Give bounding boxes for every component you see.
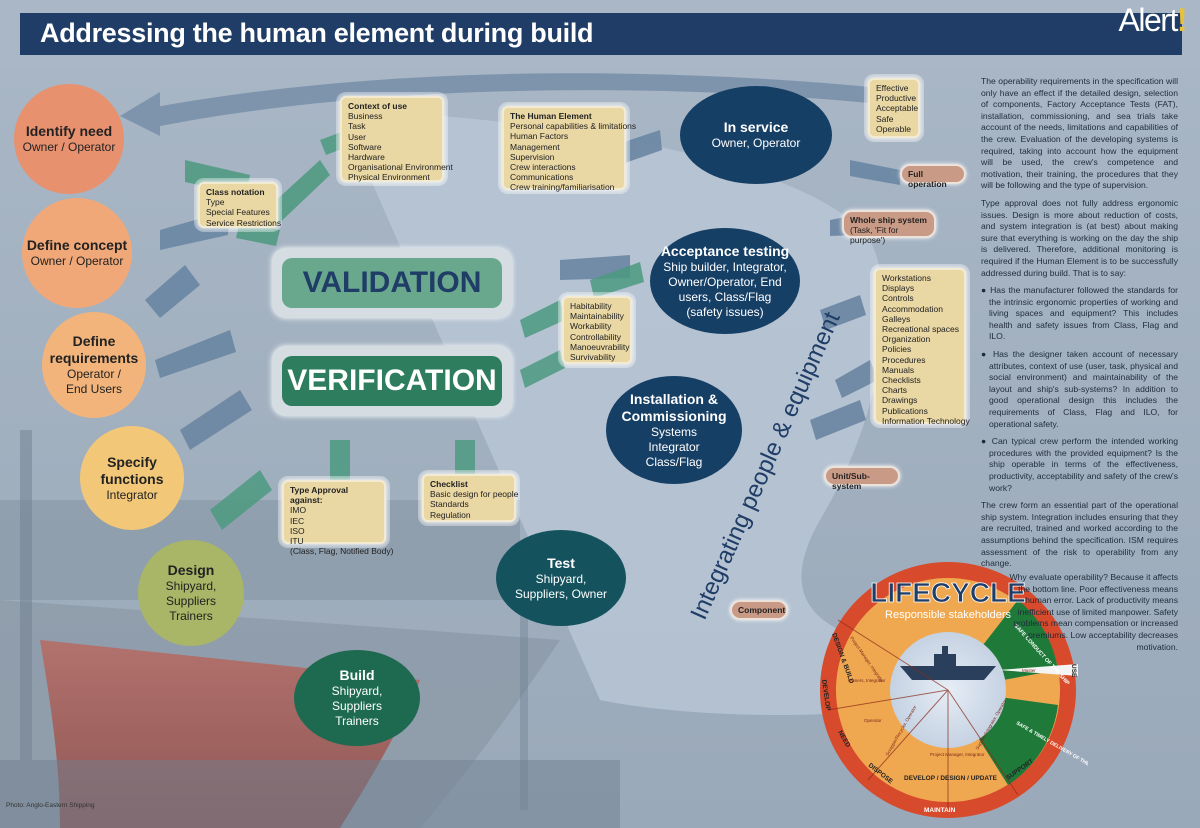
pill-unit-subsystem: Unit/Sub-system: [824, 466, 900, 491]
svg-text:Project Manager, Integrator: Project Manager, Integrator: [930, 752, 985, 757]
list-item: Crew interactions: [510, 162, 576, 173]
segment-maintain: MAINTAIN: [924, 807, 956, 814]
list-item: Recreational spaces: [882, 324, 960, 335]
list-item: Acceptable: [876, 103, 919, 114]
box-type-approval: Type Approval against: IMO IEC ISO ITU (…: [282, 480, 393, 556]
list-item: Communications: [510, 172, 574, 183]
list-item: Procedures: [882, 354, 926, 365]
list-item: Regulation: [430, 509, 471, 520]
segment-develop-design-update: DEVELOP / DESIGN / UPDATE: [904, 775, 998, 782]
stage-design: Design Shipyard, Suppliers Trainers: [138, 540, 244, 646]
list-item: Management: [510, 141, 560, 152]
list-item: Checklists: [882, 375, 921, 386]
list-item: ITU: [290, 536, 304, 547]
list-item: Drawings: [882, 395, 918, 406]
list-item: Controllability: [570, 331, 622, 342]
list-item: Workstations: [882, 273, 931, 283]
list-item: Standards: [430, 499, 469, 510]
list-item: Accommodation: [882, 303, 943, 314]
box-human-element: The Human Element Personal capabilities …: [502, 106, 637, 193]
list-item: Manoeuvrability: [570, 341, 630, 352]
list-item: IMO: [290, 505, 307, 516]
list-item: Productive: [876, 93, 917, 104]
header: Addressing the human element during buil…: [0, 0, 1200, 66]
box-checklist: Checklist Basic design for people Standa…: [422, 474, 519, 522]
alert-logo: Alert!: [1118, 2, 1188, 38]
list-item: Type: [206, 197, 225, 208]
oval-acceptance: Acceptance testing Ship builder, Integra…: [650, 228, 800, 334]
list-item: Charts: [882, 385, 908, 396]
stage-specify-functions: Specify functions Integrator: [80, 426, 184, 530]
list-item: Controls: [882, 293, 914, 304]
list-item: Survivability: [570, 352, 616, 363]
list-item: Policies: [882, 344, 912, 355]
list-item: Personal capabilities & limitations: [510, 121, 637, 132]
list-item: Business: [348, 111, 383, 122]
list-item: Service Restrictions: [206, 217, 282, 228]
list-item: IEC: [290, 515, 305, 526]
segment-use: USE: [1070, 664, 1077, 678]
title-bar: Addressing the human element during buil…: [20, 13, 1182, 55]
oval-build: Build Shipyard, Suppliers Trainers: [294, 650, 420, 746]
list-item: Supervision: [510, 151, 555, 162]
list-item: Human Factors: [510, 131, 569, 142]
box-context-of-use: Context of use Business Task User Softwa…: [340, 96, 453, 183]
list-item: Information Technology: [882, 415, 970, 426]
stage-define-concept: Define concept Owner / Operator: [22, 198, 132, 308]
list-item: (Class, Flag, Notified Body): [290, 546, 394, 557]
box-class-notation: Class notation Type Special Features Ser…: [198, 182, 282, 228]
verification-label: VERIFICATION: [272, 346, 512, 416]
lifecycle-wheel: LIFECYCLE Responsible stakeholders DESIG…: [820, 562, 1088, 818]
list-item: Publications: [882, 405, 928, 416]
oval-in-service: In service Owner, Operator: [680, 86, 832, 184]
svg-text:Owners, Integrator: Owners, Integrator: [848, 678, 886, 683]
return-arrow: [140, 73, 880, 128]
list-item: Displays: [882, 283, 915, 294]
stage-define-requirements: Define requirements Operator / End Users: [42, 312, 146, 418]
wheel-master-pointer: [998, 664, 1078, 676]
page-title: Addressing the human element during buil…: [40, 18, 594, 48]
box-habitability: Habitability Maintainability Workability…: [562, 296, 632, 364]
oval-installation: Installation & Commissioning Systems Int…: [606, 376, 742, 484]
list-item: Workability: [570, 321, 612, 332]
list-item: Basic design for people: [430, 489, 519, 500]
list-item: Effective: [876, 83, 909, 93]
list-item: Galleys: [882, 313, 911, 324]
list-item: Software: [348, 141, 382, 152]
box-workstations: Workstations Displays Controls Accommoda…: [874, 268, 970, 426]
box-effective: Effective Productive Acceptable Safe Ope…: [868, 78, 920, 138]
list-item: Task: [348, 121, 366, 132]
stage-identify-need: Identify need Owner / Operator: [14, 84, 124, 194]
ship-icon: [900, 666, 996, 680]
pill-full-operation: Full operation: [900, 164, 966, 189]
segment-develop: DEVELOP: [820, 679, 831, 711]
pill-component: Component: [730, 600, 788, 620]
lifecycle-title: LIFECYCLE: [870, 577, 1026, 608]
list-item: ISO: [290, 525, 305, 536]
side-text: The operability requirements in the spec…: [981, 76, 1178, 569]
list-item: User: [348, 131, 366, 142]
list-item: Special Features: [206, 207, 270, 218]
list-item: Crew training/familiarisation: [510, 182, 615, 193]
svg-text:Master: Master: [1022, 668, 1036, 673]
photo-credit: Photo: Anglo-Eastern Shipping: [6, 802, 95, 809]
svg-text:Operator: Operator: [864, 718, 882, 723]
pill-whole-ship: Whole ship system (Task, 'Fit for purpos…: [842, 210, 936, 245]
list-item: Hardware: [348, 152, 385, 163]
list-item: Manuals: [882, 364, 915, 375]
list-item: Physical Environment: [348, 172, 430, 183]
list-item: Habitability: [570, 301, 612, 311]
list-item: Maintainability: [570, 311, 624, 322]
list-item: Operable: [876, 123, 911, 134]
list-item: Organization: [882, 334, 931, 345]
lifecycle-subtitle: Responsible stakeholders: [885, 609, 1011, 621]
side-text-tail: Why evaluate operability? Because it aff…: [1009, 572, 1178, 652]
list-item: Safe: [876, 113, 894, 124]
list-item: Organisational Environment: [348, 162, 453, 173]
oval-test: Test Shipyard, Suppliers, Owner: [496, 530, 626, 626]
validation-label: VALIDATION: [272, 248, 512, 318]
